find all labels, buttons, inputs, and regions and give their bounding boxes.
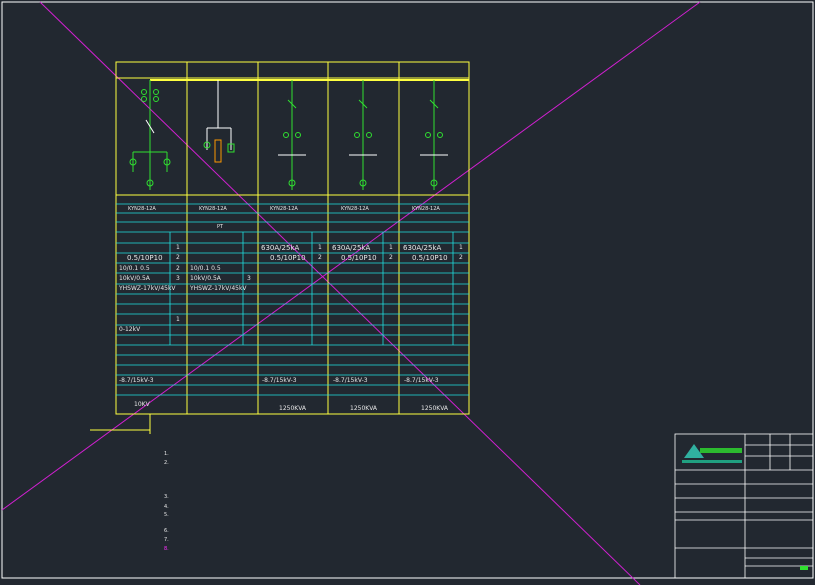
col3-capacity: 1250KVA	[279, 405, 307, 412]
count-12: 2	[459, 254, 463, 261]
col1-fuse: 10kV/0.5A	[119, 275, 150, 282]
col1-sub-left: 10KV	[134, 401, 150, 408]
col5-ct-ratio: 0.5/10P10	[412, 254, 448, 262]
note-5: 5.	[164, 512, 169, 518]
col1-cable-out: -8.7/15kV-3	[119, 377, 154, 384]
note-3: 3.	[164, 494, 169, 500]
equipment-rows-grid	[116, 203, 469, 396]
count-8: 1	[459, 244, 463, 251]
logo-bar	[682, 460, 742, 463]
table-marker	[90, 414, 151, 434]
sheet-indicator	[800, 566, 808, 570]
col2-pt-label: PT	[217, 224, 224, 230]
col3-model: KYN28-12A	[270, 206, 298, 212]
count-7: 1	[389, 244, 393, 251]
col4-ct-ratio: 0.5/10P10	[341, 254, 377, 262]
count-5: 3	[247, 275, 251, 282]
col3-ct-ratio: 0.5/10P10	[270, 254, 306, 262]
count-2: 2	[176, 254, 180, 261]
col4-model: KYN28-12A	[341, 206, 369, 212]
title-block	[674, 433, 814, 579]
note-8: 8.	[164, 546, 169, 552]
col3-cable-out: -8.7/15kV-3	[262, 377, 297, 384]
note-1: 1.	[164, 451, 169, 457]
col1-model: KYN28-12A	[128, 206, 156, 212]
col2-cable: YHSWZ-17kV/45kV	[190, 285, 247, 292]
note-4: 4.	[164, 504, 169, 510]
count-9: 1	[176, 316, 180, 323]
count-3: 2	[176, 265, 180, 272]
col5-cable-out: -8.7/15kV-3	[404, 377, 439, 384]
pt-cabinet-schematic	[203, 80, 235, 163]
col1-cable: YHSWZ-17kV/45kV	[119, 285, 176, 292]
col5-spec: 630A/25kA	[403, 244, 442, 252]
col3-spec: 630A/25kA	[261, 244, 300, 252]
col1-pt-ratio: 10/0.1 0.5	[119, 265, 150, 272]
diagonal-line-2	[1, 1, 701, 511]
count-10: 2	[318, 254, 322, 261]
col2-fuse: 10kV/0.5A	[190, 275, 221, 282]
incoming-cabinet-schematic	[129, 80, 171, 190]
outgoing-cabinet-schematics	[278, 80, 448, 190]
col2-model: KYN28-12A	[199, 206, 227, 212]
col4-capacity: 1250KVA	[350, 405, 378, 412]
note-2: 2.	[164, 460, 169, 466]
count-11: 2	[389, 254, 393, 261]
col4-spec: 630A/25kA	[332, 244, 371, 252]
col1-ct-ratio: 0.5/10P10	[127, 254, 163, 262]
count-6: 1	[318, 244, 322, 251]
col5-model: KYN28-12A	[412, 206, 440, 212]
col1-volt: 0-12kV	[119, 326, 141, 333]
logo-strip	[700, 448, 742, 453]
note-7: 7.	[164, 537, 169, 543]
company-logo	[684, 444, 704, 458]
col5-capacity: 1250KVA	[421, 405, 449, 412]
count-1: 1	[176, 244, 180, 251]
note-6: 6.	[164, 528, 169, 534]
diagonal-line-1	[39, 1, 641, 585]
col4-cable-out: -8.7/15kV-3	[333, 377, 368, 384]
count-4: 3	[176, 275, 180, 282]
col2-pt-ratio: 10/0.1 0.5	[190, 265, 221, 272]
